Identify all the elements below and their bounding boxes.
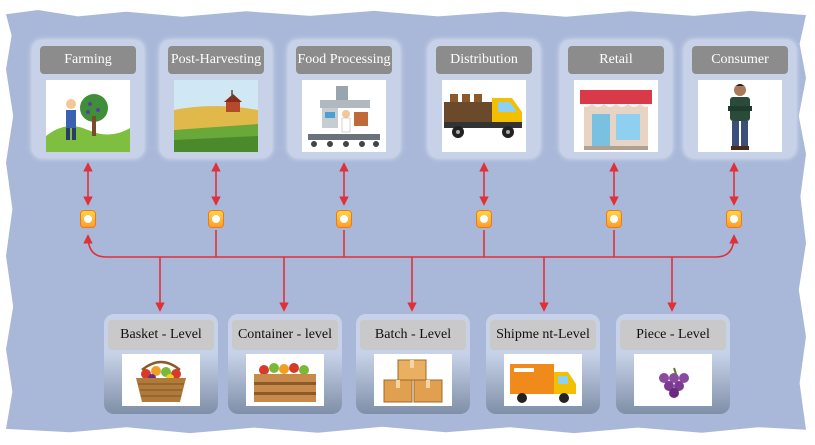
stage-retail: Retail: [560, 40, 672, 158]
truck-icon: [442, 80, 526, 152]
stage-post-harvesting: Post-Harvesting: [160, 40, 272, 158]
lock-icon: [336, 210, 352, 228]
stage-label: Farming: [40, 46, 136, 74]
level-basket: Basket - Level: [104, 314, 218, 414]
level-shipment: Shipme nt-Level: [486, 314, 600, 414]
lock-icon: [726, 210, 742, 228]
lock-icon: [208, 210, 224, 228]
level-piece: Piece - Level: [616, 314, 730, 414]
stage-distribution: Distribution: [428, 40, 540, 158]
person-icon: [698, 80, 782, 152]
level-label: Batch - Level: [360, 320, 466, 350]
lock-icon: [476, 210, 492, 228]
stage-label: Consumer: [692, 46, 788, 74]
stage-label: Food Processing: [296, 46, 392, 74]
basket-icon: [122, 354, 200, 406]
grapes-icon: [634, 354, 712, 406]
crate-icon: [246, 354, 324, 406]
stage-farming: Farming: [32, 40, 144, 158]
boxes-icon: [374, 354, 452, 406]
level-label: Container - level: [232, 320, 338, 350]
lock-icon: [606, 210, 622, 228]
level-label: Piece - Level: [620, 320, 726, 350]
lock-icon: [80, 210, 96, 228]
stage-consumer: Consumer: [684, 40, 796, 158]
stage-label: Post-Harvesting: [168, 46, 264, 74]
stage-label: Distribution: [436, 46, 532, 74]
level-container: Container - level: [228, 314, 342, 414]
farming-icon: [46, 80, 130, 152]
delivery-truck-icon: [504, 354, 582, 406]
level-label: Shipme nt-Level: [490, 320, 596, 350]
stage-label: Retail: [568, 46, 664, 74]
factory-icon: [302, 80, 386, 152]
farmland-icon: [174, 80, 258, 152]
level-batch: Batch - Level: [356, 314, 470, 414]
level-label: Basket - Level: [108, 320, 214, 350]
stage-food-processing: Food Processing: [288, 40, 400, 158]
store-icon: [574, 80, 658, 152]
